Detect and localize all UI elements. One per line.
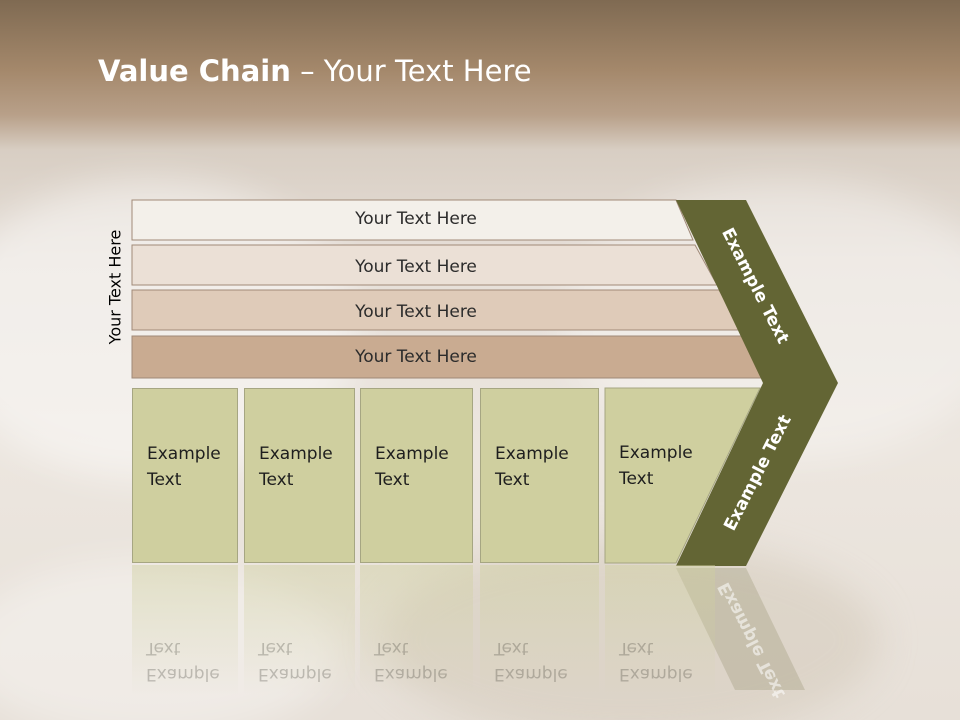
band-1-shape xyxy=(131,199,694,241)
band-1-label: Your Text Here xyxy=(355,209,477,229)
title-rest: – Your Text Here xyxy=(290,54,532,88)
box-3: Example Text xyxy=(360,388,473,563)
chevron-shape xyxy=(676,200,838,566)
chevron-reflection xyxy=(676,568,805,690)
background-fold xyxy=(380,540,880,720)
box-2-label: Example Text xyxy=(259,444,333,490)
box-1-reflection: Example Text xyxy=(132,565,238,695)
band-4-label: Your Text Here xyxy=(355,347,477,367)
box-5-reflection-label: Example Text xyxy=(619,638,693,684)
box-1: Example Text xyxy=(132,388,238,563)
box-3-reflection: Example Text xyxy=(360,565,473,695)
box-1-reflection-label: Example Text xyxy=(146,638,220,684)
box-5-reflection: Example Text xyxy=(605,565,715,695)
band-3-label: Your Text Here xyxy=(355,302,477,322)
box-3-reflection-label: Example Text xyxy=(374,638,448,684)
slide-title: Value Chain – Your Text Here xyxy=(98,54,532,88)
box-4-label: Example Text xyxy=(495,444,569,490)
box-3-label: Example Text xyxy=(375,444,449,490)
box-2: Example Text xyxy=(244,388,355,563)
box-2-reflection: Example Text xyxy=(244,565,355,695)
box-2-reflection-label: Example Text xyxy=(258,638,332,684)
box-5-label: Example Text xyxy=(619,443,693,489)
box-4-reflection: Example Text xyxy=(480,565,599,695)
box-5: Example Text xyxy=(605,388,695,563)
box-1-label: Example Text xyxy=(147,444,221,490)
box-4-reflection-label: Example Text xyxy=(494,638,568,684)
box-4: Example Text xyxy=(480,388,599,563)
box-5-shape xyxy=(604,387,761,564)
background-fold xyxy=(0,560,340,720)
title-bold: Value Chain xyxy=(98,54,291,88)
band-2-label: Your Text Here xyxy=(355,257,477,277)
